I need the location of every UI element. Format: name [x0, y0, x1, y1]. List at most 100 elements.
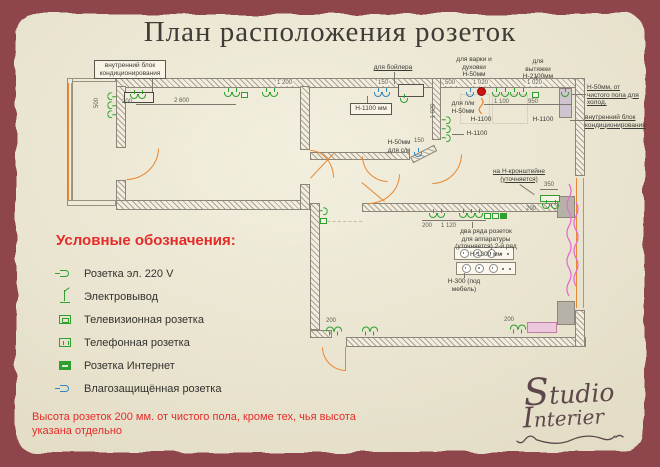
phone-socket-icon — [56, 335, 74, 350]
right-wall-top — [575, 78, 585, 176]
legend-item-label: Электровывод — [84, 290, 159, 303]
dim-150-washer: 150 — [414, 138, 425, 144]
strip-dot-icon — [500, 252, 502, 255]
socket-icon — [445, 116, 451, 125]
leader-line — [464, 273, 465, 278]
socket-icon — [501, 88, 509, 97]
dimension-line — [484, 104, 572, 105]
socket-icon — [326, 327, 334, 332]
floor-plan: 200 2 600 1 200 500 150 500 1 020 1 020 … — [64, 56, 646, 371]
hall-upper-left-stub — [300, 184, 310, 210]
tv-socket-icon — [484, 213, 491, 219]
internet-socket-icon — [56, 358, 74, 373]
curtain-squiggle-icon — [566, 184, 572, 296]
socket-icon — [475, 209, 483, 218]
dim-1100: 1 100 — [494, 99, 510, 105]
strip-socket-icon — [475, 264, 484, 273]
strip-socket-icon — [486, 249, 496, 258]
socket-icon — [492, 88, 500, 97]
socket-icon — [224, 88, 232, 97]
socket-icon — [322, 207, 328, 216]
dim-200-hall: 200 — [326, 318, 337, 324]
red-circle-marker — [477, 87, 486, 96]
legend-item: Телевизионная розетка — [56, 308, 316, 331]
legend-heading: Условные обозначения: — [56, 232, 236, 249]
label-h1100-b: Н-1100 — [532, 116, 554, 123]
dim-200-ac: 200 — [122, 99, 133, 105]
socket-icon — [107, 101, 113, 110]
logo-flourish-icon — [516, 434, 624, 444]
tv-socket-icon — [320, 218, 327, 224]
kitchen-door-arc — [432, 154, 462, 184]
tv-socket-icon — [56, 312, 74, 327]
legend-item-label: Розетка Интернет — [84, 359, 175, 372]
strip-dot-icon — [506, 252, 509, 255]
socket-icon — [459, 209, 467, 218]
left-room-bottom-wall — [116, 200, 310, 210]
dim-200-corner: 200 — [504, 317, 515, 323]
dim-1020-b: 1 020 — [526, 80, 544, 86]
boiler-box — [398, 84, 424, 97]
hall-upper-left-wall — [300, 86, 310, 150]
label-bracket: на Н-кронштейне (уточняется) — [492, 168, 546, 183]
cable-squiggle-icon — [478, 98, 484, 114]
entrance-door-leaf — [345, 347, 347, 371]
label-h1100-a: Н-1100 — [470, 116, 492, 123]
socket-icon — [437, 209, 445, 218]
waterproof-socket-icon — [382, 88, 390, 97]
top-wall — [116, 78, 585, 88]
tv-socket-icon — [241, 92, 248, 98]
waterproof-socket-icon — [466, 88, 474, 97]
dim-350: 350 — [544, 182, 555, 188]
curtain-squiggle-icon — [573, 202, 579, 287]
label-hood: для вытяжки Н-2100мм — [522, 58, 554, 81]
balcony-window-frame — [68, 83, 72, 201]
socket-icon — [232, 88, 240, 97]
legend-item: Влагозащищённая розетка — [55, 377, 316, 400]
socket-220v-icon — [55, 266, 74, 281]
legend-item-label: Телевизионная розетка — [84, 313, 204, 326]
legend-item: Телефонная розетка — [56, 331, 316, 354]
floor-box — [527, 322, 557, 333]
socket-icon — [107, 92, 113, 101]
hall-wall-foot — [310, 330, 332, 338]
socket-icon — [429, 209, 437, 218]
entrance-door-arc — [322, 347, 346, 371]
leader-line — [472, 222, 473, 228]
label-boiler: для бойлера — [373, 64, 413, 71]
socket-icon — [138, 90, 146, 99]
leader-line — [367, 96, 368, 103]
column-block — [557, 301, 575, 325]
waterproof-socket-icon — [55, 381, 74, 396]
balcony-door-arc — [126, 148, 159, 180]
power-strip — [454, 247, 514, 260]
label-h1100mm: Н-1100 мм — [350, 103, 392, 115]
note-text: Высота розеток 200 мм. от чистого пола, … — [32, 411, 356, 438]
legend-item-label: Розетка эл. 220 V — [84, 267, 174, 280]
socket-icon — [445, 125, 451, 134]
strip-dot-icon — [508, 267, 511, 270]
living-door-arc — [368, 174, 400, 204]
label-rows: два ряда розеток для аппаратуры (уточняе… — [455, 228, 517, 258]
dim-1200: 1 200 — [276, 80, 294, 86]
dim-200-right: 200 — [526, 206, 537, 212]
cabinet-outline — [460, 94, 490, 124]
label-dishwasher: для п/м Н-50мм — [451, 100, 475, 115]
socket-icon — [370, 327, 378, 332]
legend-item: Розетка Интернет — [56, 354, 316, 377]
balcony-bottom-wall — [67, 200, 116, 206]
ceiling-dashed-line — [322, 221, 362, 222]
socket-icon — [519, 88, 527, 97]
socket-icon — [467, 209, 475, 218]
page-title: План расположения розеток — [143, 16, 517, 48]
label-h1100-c: Н-1100 — [466, 130, 488, 137]
leader-line — [152, 76, 153, 92]
socket-icon — [445, 134, 451, 143]
strip-socket-icon — [459, 249, 469, 258]
hall-lower-left-wall — [310, 203, 320, 330]
strip-socket-icon — [473, 249, 482, 258]
leader-line — [394, 72, 395, 84]
label-ac-left: внутренний блок кондиционирования — [94, 60, 166, 80]
studio-logo: Studio Interier — [498, 368, 642, 454]
dim-950: 950 — [528, 99, 539, 105]
